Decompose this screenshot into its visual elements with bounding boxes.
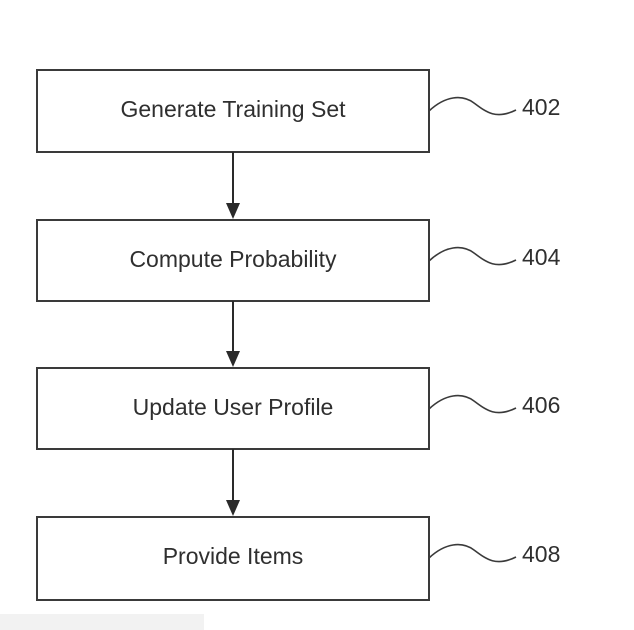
arrowhead-icon <box>226 500 240 516</box>
step-provide-items: Provide Items 408 <box>36 516 560 601</box>
arrowhead-icon <box>226 351 240 367</box>
step-box <box>36 69 430 153</box>
step-label: Generate Training Set <box>120 96 346 122</box>
flow-arrow <box>226 301 240 367</box>
step-box <box>36 516 430 601</box>
reference-number: 404 <box>522 244 561 270</box>
reference-leader <box>428 246 517 266</box>
flow-arrow <box>226 449 240 516</box>
step-box <box>36 219 430 302</box>
step-label: Compute Probability <box>129 246 337 272</box>
reference-number: 408 <box>522 541 560 567</box>
reference-number: 402 <box>522 94 560 120</box>
step-label: Update User Profile <box>133 394 334 420</box>
flow-arrow <box>226 152 240 219</box>
step-compute-probability: Compute Probability 404 <box>36 219 561 302</box>
arrowhead-icon <box>226 203 240 219</box>
step-update-user-profile: Update User Profile 406 <box>36 367 560 450</box>
watermark-strip <box>0 614 204 630</box>
step-box <box>36 367 430 450</box>
reference-number: 406 <box>522 392 560 418</box>
reference-leader <box>428 543 517 563</box>
step-label: Provide Items <box>163 543 304 569</box>
reference-leader <box>428 96 517 116</box>
step-generate-training-set: Generate Training Set 402 <box>36 69 560 153</box>
reference-leader <box>428 394 517 414</box>
